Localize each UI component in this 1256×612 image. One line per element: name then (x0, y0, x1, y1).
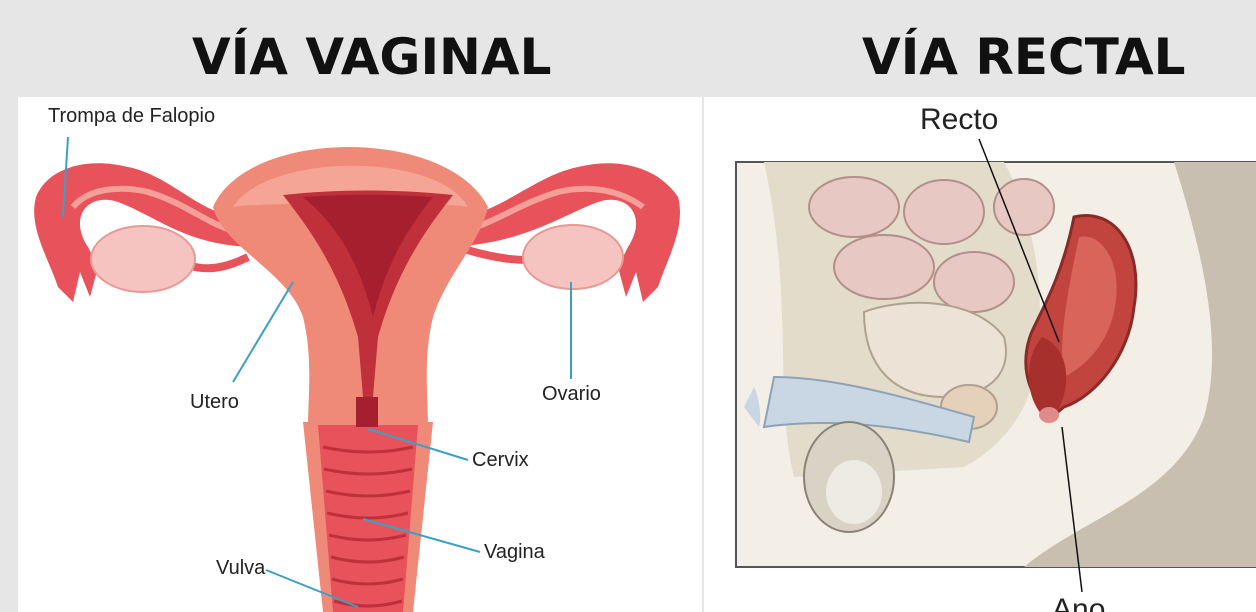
vaginal-anatomy-panel: Trompa de Falopio Utero Ovario Cervix Va… (18, 97, 702, 612)
left-ovary (91, 226, 195, 292)
label-rectum: Recto (920, 103, 998, 137)
uterus-diagram (18, 97, 702, 612)
label-vagina: Vagina (484, 541, 545, 564)
label-ovary: Ovario (542, 383, 601, 406)
pelvis-cross-section (704, 97, 1256, 612)
label-uterus: Utero (190, 391, 239, 414)
label-fallopian-tube: Trompa de Falopio (48, 105, 215, 128)
label-cervix: Cervix (472, 449, 529, 472)
label-vulva: Vulva (216, 557, 265, 580)
vaginal-route-title: VÍA VAGINAL (192, 28, 551, 86)
rectal-anatomy-panel: Recto Ano (704, 97, 1256, 612)
rectal-route-title: VÍA RECTAL (862, 28, 1186, 86)
label-anus: Ano (1052, 593, 1105, 612)
right-ovary (523, 225, 623, 289)
